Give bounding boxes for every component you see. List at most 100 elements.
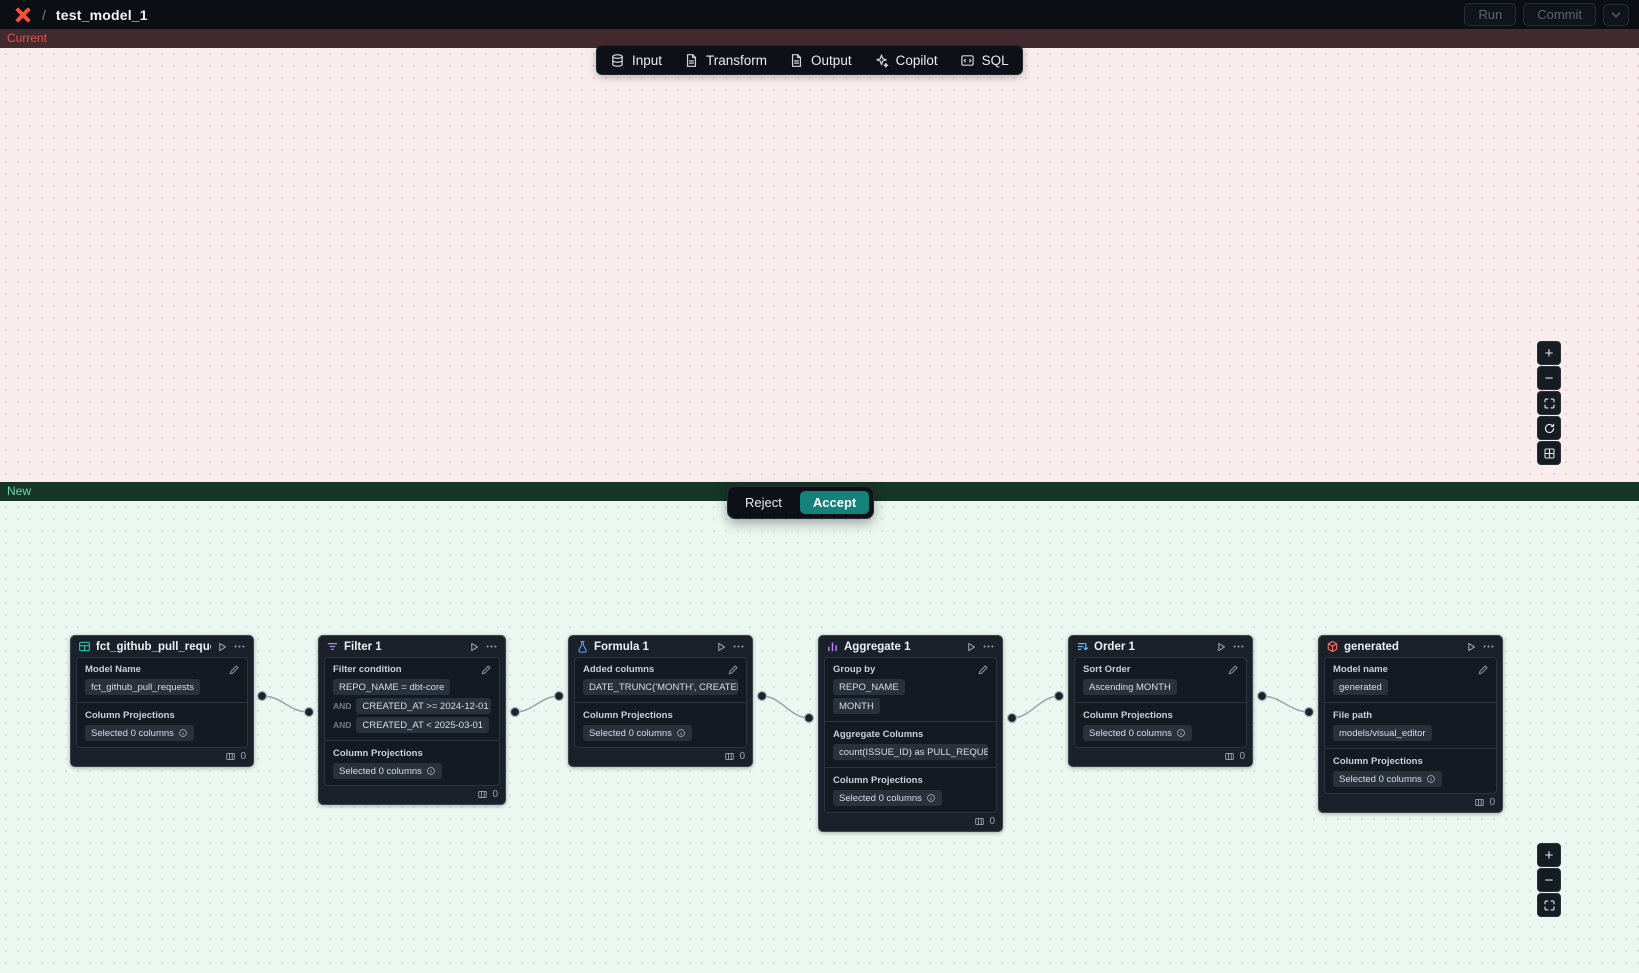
- model-title: test_model_1: [55, 6, 148, 23]
- node-body: Added columns DATE_TRUNC('MONTH', CREATE…: [574, 657, 747, 748]
- run-node-icon[interactable]: [715, 641, 727, 653]
- value-chip[interactable]: CREATED_AT >= 2024-12-01: [356, 698, 491, 714]
- toolbar-copilot-button[interactable]: Copilot: [863, 46, 949, 74]
- node-title: fct_github_pull_requests: [96, 640, 211, 653]
- toolbar-output-button[interactable]: Output: [778, 46, 863, 74]
- node-menu-icon[interactable]: [485, 640, 498, 653]
- zoom-out-button[interactable]: −: [1537, 868, 1561, 892]
- value-chip[interactable]: MONTH: [833, 698, 880, 714]
- value-chip[interactable]: generated: [1333, 679, 1388, 695]
- section-label: Model name: [1333, 664, 1388, 675]
- zoom-in-button[interactable]: +: [1537, 341, 1561, 365]
- value-chip[interactable]: fct_github_pull_requests: [85, 679, 200, 695]
- edit-icon[interactable]: [480, 664, 492, 676]
- value-chip[interactable]: REPO_NAME = dbt-core: [333, 679, 451, 695]
- column-projections-chip[interactable]: Selected 0 columns: [833, 790, 942, 806]
- node-footer: 0: [319, 786, 505, 804]
- run-button[interactable]: Run: [1464, 3, 1517, 26]
- column-projections-chip[interactable]: Selected 0 columns: [85, 725, 194, 741]
- edit-icon[interactable]: [1227, 664, 1239, 676]
- node-header[interactable]: Order 1: [1069, 636, 1252, 657]
- node-formula-1[interactable]: Formula 1 Added columns DATE_TRUNC('MONT…: [568, 635, 753, 767]
- fit-view-button[interactable]: [1537, 391, 1561, 415]
- toolbar-transform-button[interactable]: Transform: [673, 46, 778, 74]
- node-section: Sort Order Ascending MONTH: [1083, 664, 1238, 695]
- formula-icon: [576, 640, 589, 653]
- node-title: Aggregate 1: [844, 640, 911, 653]
- node-order-1[interactable]: Order 1 Sort Order Ascending MONTH Colum…: [1068, 635, 1253, 767]
- toolbar-sql-button[interactable]: SQL: [949, 46, 1020, 74]
- node-filter-1[interactable]: Filter 1 Filter condition REPO_NAME = db…: [318, 635, 506, 805]
- value-chip[interactable]: models/visual_editor: [1333, 725, 1432, 741]
- edit-icon[interactable]: [228, 664, 240, 676]
- commit-dropdown-button[interactable]: [1603, 3, 1629, 26]
- fit-view-button[interactable]: [1537, 893, 1561, 917]
- value-chip[interactable]: DATE_TRUNC('MONTH', CREATED_AT…: [583, 679, 738, 695]
- node-header[interactable]: Aggregate 1: [819, 636, 1002, 657]
- section-label: Column Projections: [833, 775, 923, 786]
- reject-button[interactable]: Reject: [732, 491, 795, 514]
- section-label: Column Projections: [583, 710, 673, 721]
- node-fct-github-pull-requests[interactable]: fct_github_pull_requests Model Name fct_…: [70, 635, 254, 767]
- current-canvas[interactable]: [0, 48, 1639, 482]
- column-projections-chip[interactable]: Selected 0 columns: [333, 763, 442, 779]
- node-footer: 0: [569, 748, 752, 766]
- node-aggregate-1[interactable]: Aggregate 1 Group by REPO_NAME MONTH Agg…: [818, 635, 1003, 832]
- column-projections-chip[interactable]: Selected 0 columns: [1083, 725, 1192, 741]
- edit-icon[interactable]: [1477, 664, 1489, 676]
- edit-icon[interactable]: [977, 664, 989, 676]
- node-menu-icon[interactable]: [982, 640, 995, 653]
- run-node-icon[interactable]: [965, 641, 977, 653]
- node-generated[interactable]: generated Model name generated File path…: [1318, 635, 1503, 813]
- node-header[interactable]: fct_github_pull_requests: [71, 636, 253, 657]
- node-menu-icon[interactable]: [732, 640, 745, 653]
- node-footer: 0: [1069, 748, 1252, 766]
- column-projections-chip[interactable]: Selected 0 columns: [583, 725, 692, 741]
- refresh-layout-button[interactable]: [1537, 416, 1561, 440]
- section-divider: [1325, 702, 1496, 703]
- info-icon: [1176, 728, 1186, 738]
- node-menu-icon[interactable]: [1232, 640, 1245, 653]
- node-header[interactable]: Formula 1: [569, 636, 752, 657]
- zoom-out-button[interactable]: −: [1537, 366, 1561, 390]
- section-label: Added columns: [583, 664, 655, 675]
- edit-icon[interactable]: [727, 664, 739, 676]
- model-icon: [1326, 640, 1339, 653]
- column-projections-chip[interactable]: Selected 0 columns: [1333, 771, 1442, 787]
- run-node-icon[interactable]: [468, 641, 480, 653]
- node-menu-icon[interactable]: [1482, 640, 1495, 653]
- table-icon: [78, 640, 91, 653]
- value-chip[interactable]: REPO_NAME: [833, 679, 905, 695]
- value-chip[interactable]: CREATED_AT < 2025-03-01: [356, 717, 490, 733]
- run-node-icon[interactable]: [1215, 641, 1227, 653]
- current-label: Current: [7, 31, 48, 45]
- grid-view-button[interactable]: [1537, 441, 1561, 465]
- toolbar-input-button[interactable]: Input: [599, 46, 673, 74]
- node-body: Model name generated File path models/vi…: [1324, 657, 1497, 794]
- breadcrumb-separator: /: [42, 6, 46, 23]
- node-header[interactable]: generated: [1319, 636, 1502, 657]
- run-node-icon[interactable]: [1465, 641, 1477, 653]
- toolbar-output-label: Output: [811, 52, 852, 68]
- node-menu-icon[interactable]: [233, 640, 246, 653]
- dbt-logo-icon: [14, 6, 32, 24]
- dbt-logo[interactable]: [14, 6, 32, 24]
- value-chip[interactable]: Ascending MONTH: [1083, 679, 1177, 695]
- commit-button[interactable]: Commit: [1523, 3, 1596, 26]
- topbar-actions: Run Commit: [1464, 3, 1629, 26]
- node-header[interactable]: Filter 1: [319, 636, 505, 657]
- node-title: generated: [1344, 640, 1399, 653]
- fit-view-icon: [1543, 899, 1556, 912]
- toolbar-transform-label: Transform: [706, 52, 768, 68]
- accept-button[interactable]: Accept: [799, 491, 870, 514]
- node-footer: 0: [1319, 794, 1502, 812]
- filter-icon: [326, 640, 339, 653]
- info-icon: [178, 728, 188, 738]
- zoom-in-button[interactable]: +: [1537, 843, 1561, 867]
- transform-icon: [684, 53, 699, 68]
- run-node-icon[interactable]: [216, 641, 228, 653]
- section-divider: [825, 767, 996, 768]
- toolbar-input-label: Input: [632, 52, 663, 68]
- node-body: Sort Order Ascending MONTH Column Projec…: [1074, 657, 1247, 748]
- value-chip[interactable]: count(ISSUE_ID) as PULL_REQUEST_…: [833, 744, 988, 760]
